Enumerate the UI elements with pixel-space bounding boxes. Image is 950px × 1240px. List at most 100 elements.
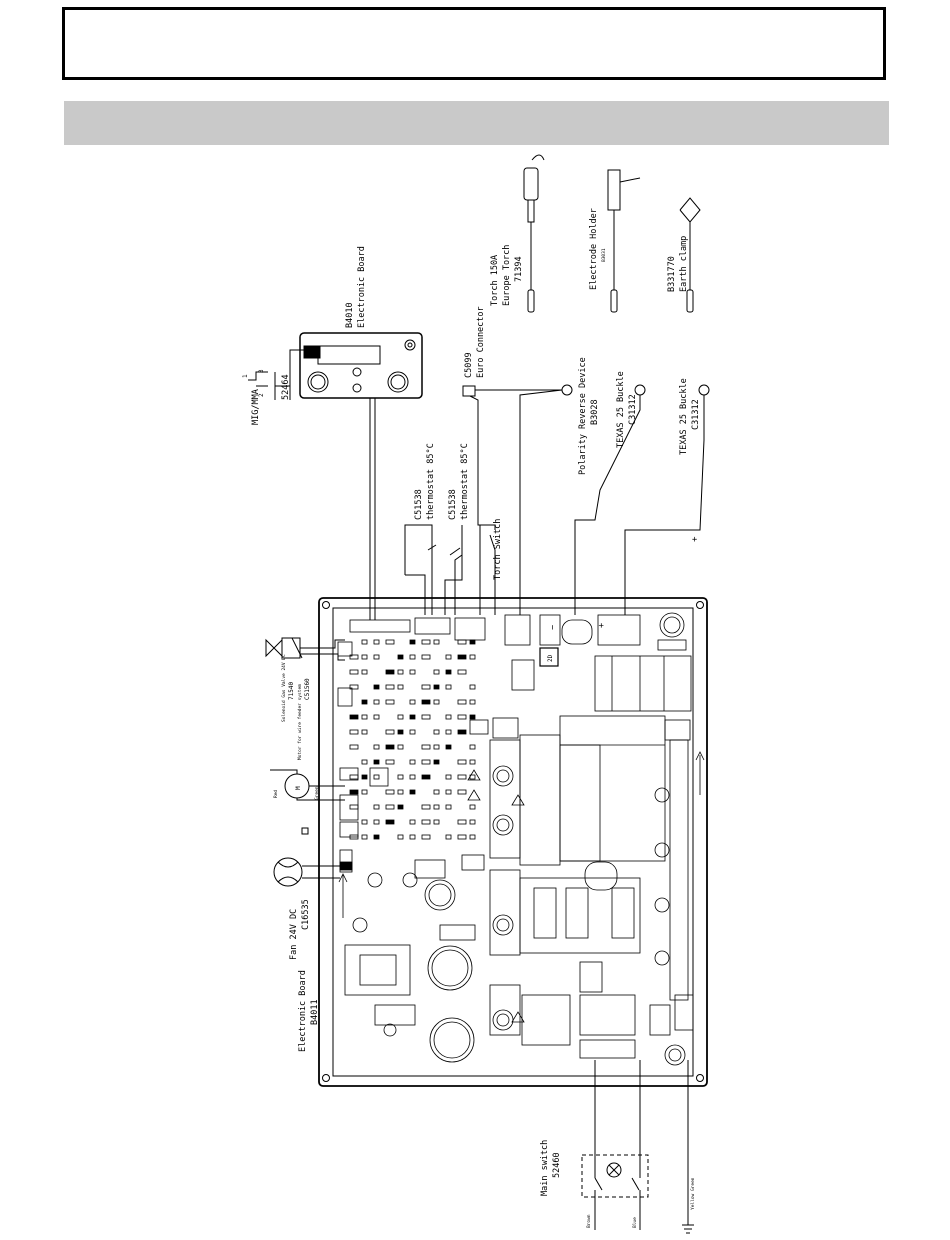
switch-pin-3: 3 <box>258 369 265 373</box>
pcb-part <box>421 819 431 825</box>
pcb-part <box>421 804 431 810</box>
motor-icon <box>270 769 345 801</box>
labels: MIG/MMA 1 2 3 52464 B4010 Electronic Boa… <box>242 208 701 1228</box>
pcb-part <box>445 669 452 675</box>
earth-clamp-name: Earth clamp <box>679 236 689 292</box>
pcb-part <box>349 669 359 675</box>
pcb-part <box>433 744 440 750</box>
pcb-part <box>397 654 404 660</box>
earth-clamp-code: B331770 <box>667 256 677 292</box>
thermo2-code: C51538 <box>448 489 458 520</box>
switch-pin-1: 1 <box>242 374 249 378</box>
control-wiring <box>404 384 710 615</box>
pcb-part <box>397 804 404 810</box>
pcb-part <box>457 729 467 735</box>
pcb-part <box>445 804 452 810</box>
texas2-code: C31312 <box>691 399 701 430</box>
plus-marker-pcb: + <box>597 623 607 628</box>
mig-mma-label: MIG/MMA <box>251 389 261 425</box>
valve-line1: Solenoid Gas Valve 24V DC <box>281 654 287 722</box>
pcb-part <box>409 639 416 645</box>
pcb-part <box>409 774 416 780</box>
pcb-part <box>469 834 476 840</box>
wire-blue-label: Blue <box>632 1217 638 1228</box>
pcb-part <box>397 684 404 690</box>
torch-icon <box>523 154 545 313</box>
pcb-part <box>397 669 404 675</box>
pcb-part <box>469 639 476 645</box>
pcb-part <box>457 699 467 705</box>
pcb-part <box>409 669 416 675</box>
pcb-part <box>457 834 467 840</box>
pcb-part <box>457 759 467 765</box>
pcb-part <box>349 744 359 750</box>
pcb-part <box>433 789 440 795</box>
pcb-part <box>421 744 431 750</box>
pcb-part <box>397 834 404 840</box>
pcb-part <box>361 639 368 645</box>
pcb-part <box>457 774 467 780</box>
pcb-part <box>397 789 404 795</box>
pcb-part <box>457 639 467 645</box>
pcb-part <box>409 759 416 765</box>
pcb-part <box>349 714 359 720</box>
wire-red-label: Red <box>273 790 279 798</box>
main-switch-code: 52460 <box>552 1152 562 1178</box>
earth-clamp-icon <box>679 197 701 313</box>
pcb-part <box>385 819 395 825</box>
pcb-part <box>373 654 380 660</box>
pcb-part <box>361 789 368 795</box>
pcb-part <box>433 669 440 675</box>
gas-valve-icon <box>265 637 345 661</box>
pcb-part <box>433 699 440 705</box>
electrode-holder-code: B3031 <box>601 248 607 262</box>
pcb-part <box>349 654 359 660</box>
pcb-part <box>409 834 416 840</box>
pcb-part <box>349 804 359 810</box>
pcb-part <box>457 654 467 660</box>
pcb-part <box>421 654 431 660</box>
pcb-part <box>373 639 380 645</box>
polarity-code: B3028 <box>590 399 600 425</box>
pcb-part <box>421 699 431 705</box>
pcb-part <box>445 729 452 735</box>
fan-icon <box>273 857 340 887</box>
electrode-holder-icon <box>607 169 641 313</box>
pcb-part <box>397 744 404 750</box>
pcb-part <box>469 804 476 810</box>
pcb-part <box>361 759 368 765</box>
main-switch-name: Main switch <box>540 1140 550 1196</box>
thermo1-name: thermostat 85°C <box>426 443 436 520</box>
pcb-part <box>361 654 368 660</box>
torch-code: 71394 <box>514 256 524 282</box>
pcb-part <box>373 744 380 750</box>
title-box <box>62 7 886 80</box>
texas1-name: TEXAS 25 Buckle <box>616 371 626 448</box>
pcb-part <box>409 729 416 735</box>
mig-mma-switch <box>248 349 304 400</box>
pcb-part <box>457 789 467 795</box>
pcb-part <box>469 699 476 705</box>
wire-brown-label: Brown <box>586 1214 592 1228</box>
pcb-part <box>361 669 368 675</box>
pcb-part <box>457 669 467 675</box>
pcb-part <box>445 714 452 720</box>
pcb-part <box>373 699 380 705</box>
pcb-part <box>385 699 395 705</box>
torch-line2: Europe Torch <box>502 245 512 306</box>
pcb-part <box>457 819 467 825</box>
plus-marker-top: + <box>692 535 697 545</box>
pcb-part <box>409 714 416 720</box>
texas1-code: C31312 <box>628 394 638 425</box>
board-top-code: B4010 <box>345 302 355 328</box>
pcb-part <box>421 639 431 645</box>
fan-name: Fan 24V DC <box>289 909 299 960</box>
pcb-part <box>469 684 476 690</box>
main-pcb <box>318 597 708 1087</box>
board-main-name: Electronic Board <box>298 970 308 1052</box>
pcb-part <box>385 789 395 795</box>
pcb-part <box>349 729 359 735</box>
pcb-part <box>433 639 440 645</box>
pcb-part <box>421 714 431 720</box>
electrode-holder-name: Electrode Holder <box>589 208 599 290</box>
